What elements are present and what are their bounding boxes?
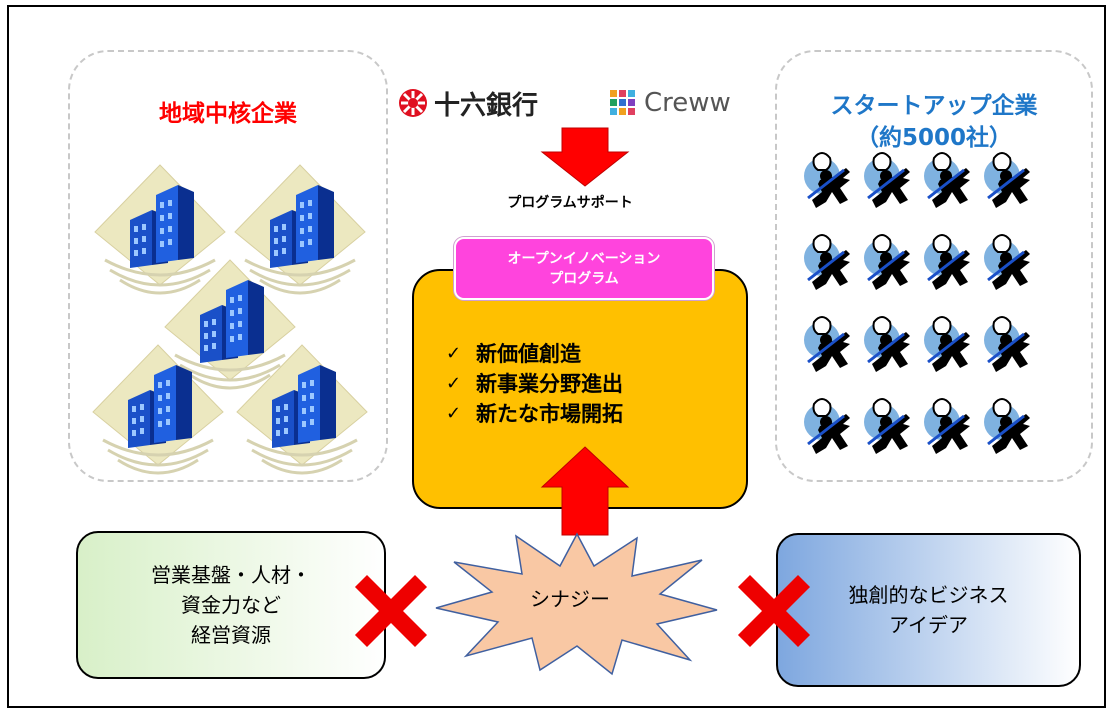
startup-runner-icon	[802, 315, 852, 374]
startup-runner-icon	[802, 233, 852, 292]
regional-resources-line1: 営業基盤・人材・	[151, 563, 311, 587]
goal-item: ✓ 新たな市場開拓	[446, 398, 623, 428]
goal-item: ✓ 新事業分野進出	[446, 368, 623, 398]
startups-title-line1: スタートアップ企業	[830, 93, 1038, 119]
up-arrow-icon	[540, 446, 630, 536]
startups-title: スタートアップ企業 （約5000社）	[777, 90, 1091, 154]
check-icon: ✓	[446, 342, 462, 364]
building-icon	[91, 343, 225, 475]
diagram-frame	[7, 5, 1106, 708]
synergy-burst-shape	[435, 532, 718, 676]
startup-runner-icon	[802, 151, 852, 210]
program-label-line2: プログラム	[549, 270, 619, 287]
startup-runner-icon	[982, 397, 1032, 456]
juroku-bank-logo: 十六銀行	[398, 83, 538, 123]
startup-runner-icon	[982, 233, 1032, 292]
program-label-line1: オープンイノベーション	[507, 250, 661, 267]
regional-resources-line3: 経営資源	[191, 623, 271, 647]
startup-runner-icon	[922, 315, 972, 374]
program-label: オープンイノベーション プログラム	[454, 237, 714, 300]
check-icon: ✓	[446, 372, 462, 394]
startup-resources-line1: 独創的なビジネス	[848, 583, 1009, 607]
down-arrow-icon	[540, 127, 630, 187]
creww-mark-icon	[610, 90, 635, 115]
check-icon: ✓	[446, 402, 462, 424]
startup-resources-box: 独創的なビジネス アイデア	[776, 533, 1081, 687]
creww-name: Creww	[644, 88, 731, 118]
building-icon	[235, 343, 369, 475]
goal-list: ✓ 新価値創造 ✓ 新事業分野進出 ✓ 新たな市場開拓	[446, 338, 623, 428]
goal-text: 新事業分野進出	[476, 372, 623, 396]
juroku-emblem-icon	[399, 89, 427, 117]
regional-companies-title: 地域中核企業	[159, 101, 297, 127]
startup-runner-icon	[862, 315, 912, 374]
regional-resources-box: 営業基盤・人材・ 資金力など 経営資源	[76, 531, 386, 679]
creww-logo: Creww	[608, 83, 731, 123]
startup-runner-icon	[862, 233, 912, 292]
startup-runner-icon	[922, 151, 972, 210]
program-support-label: プログラムサポート	[507, 195, 633, 211]
startups-title-line2: （約5000社）	[855, 125, 1012, 151]
juroku-bank-name: 十六銀行	[434, 90, 539, 121]
regional-resources-line2: 資金力など	[181, 593, 281, 617]
startup-runner-icon	[982, 151, 1032, 210]
goal-item: ✓ 新価値創造	[446, 338, 623, 368]
startup-runners-grid	[802, 151, 1032, 456]
synergy-label: シナジー	[530, 587, 610, 611]
goal-text: 新たな市場開拓	[476, 402, 623, 426]
startup-runner-icon	[862, 151, 912, 210]
cross-icon	[354, 574, 428, 648]
startup-runner-icon	[922, 397, 972, 456]
startup-runner-icon	[862, 397, 912, 456]
startup-resources-line2: アイデア	[889, 613, 968, 637]
startup-runner-icon	[802, 397, 852, 456]
startup-runner-icon	[922, 233, 972, 292]
goal-text: 新価値創造	[476, 342, 581, 366]
cross-icon	[737, 574, 811, 648]
startup-runner-icon	[982, 315, 1032, 374]
